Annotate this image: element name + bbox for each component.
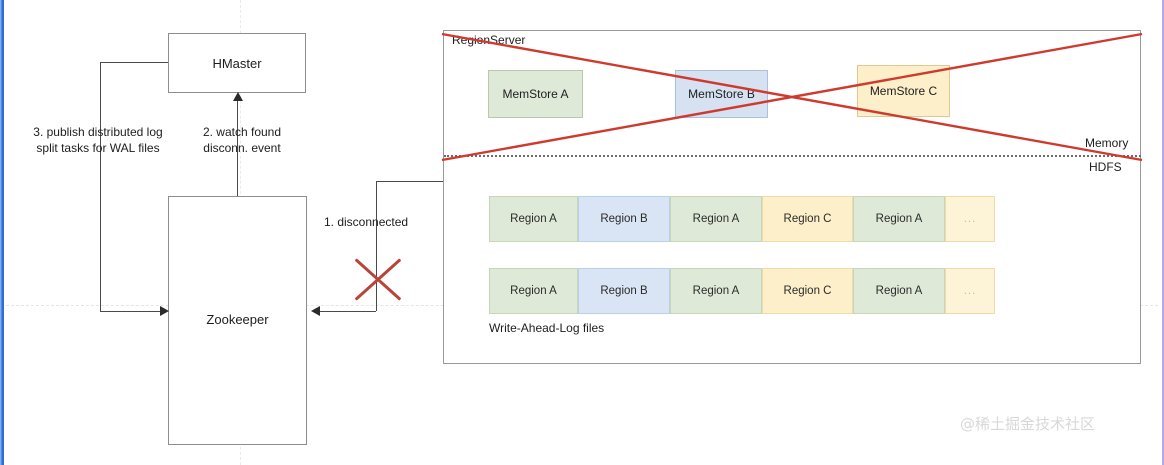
wal-row-1: Region A Region B Region A Region C Region A… — [489, 196, 995, 242]
zookeeper-node[interactable]: Zookeeper — [168, 196, 307, 445]
connector-regionserver-to-zookeeper-v — [376, 181, 377, 311]
memory-hdfs-divider — [444, 155, 1141, 157]
wal-row-2: Region A Region B Region A Region C Region A… — [489, 268, 995, 314]
wal-region-cell[interactable]: ... — [945, 268, 995, 314]
wal-region-cell[interactable]: Region B — [578, 196, 670, 242]
connector-hmaster-to-zookeeper-v — [100, 62, 101, 311]
wal-region-cell[interactable]: Region A — [489, 196, 578, 242]
connector-regionserver-to-zookeeper-h1 — [376, 181, 444, 182]
memstore-a-box[interactable]: MemStore A — [488, 70, 583, 118]
wal-region-cell[interactable]: Region C — [762, 196, 853, 242]
wal-region-cell-label: Region C — [783, 285, 832, 297]
annotation-step-3: 3. publish distributed log split tasks f… — [33, 125, 163, 155]
annotation-step-1: 1. disconnected — [324, 215, 409, 229]
page-left-accent-border — [0, 0, 4, 465]
arrow-into-zookeeper-left — [160, 306, 169, 316]
hdfs-label: HDFS — [1089, 160, 1122, 174]
connection-broken-x-icon — [350, 251, 404, 307]
wal-region-cell[interactable]: ... — [945, 196, 995, 242]
wal-region-cell[interactable]: Region A — [853, 196, 945, 242]
wal-region-cell-label: ... — [963, 213, 977, 225]
wal-region-cell[interactable]: Region A — [670, 268, 762, 314]
wal-region-cell-label: Region A — [875, 285, 923, 297]
zookeeper-label: Zookeeper — [206, 312, 269, 327]
wal-region-cell-label: Region A — [692, 285, 740, 297]
wal-region-cell-label: Region B — [600, 285, 648, 297]
wal-region-cell[interactable]: Region A — [853, 268, 945, 314]
connector-regionserver-to-zookeeper-h2 — [320, 311, 376, 312]
page-right-accent-border — [1162, 0, 1164, 465]
connector-hmaster-to-zookeeper-h2 — [100, 311, 163, 312]
memory-label: Memory — [1085, 136, 1129, 150]
memstore-c-label: MemStore C — [869, 84, 938, 98]
wal-region-cell-label: Region A — [510, 213, 557, 225]
connector-zookeeper-to-hmaster-v — [237, 98, 238, 196]
write-ahead-log-label: Write-Ahead-Log files — [489, 321, 605, 335]
regionserver-label: RegionServer — [452, 33, 526, 47]
arrow-into-zookeeper-right — [311, 306, 320, 316]
regionserver-failure-x-icon — [440, 28, 1144, 168]
wal-region-cell[interactable]: Region A — [489, 268, 578, 314]
annotation-step-2: 2. watch found disconn. event — [202, 125, 282, 155]
arrow-into-hmaster-bottom — [233, 92, 243, 101]
wal-region-cell-label: Region C — [783, 213, 832, 225]
wal-region-cell-label: Region A — [875, 213, 923, 225]
wal-region-cell-label: Region A — [692, 213, 740, 225]
hmaster-label: HMaster — [212, 55, 262, 71]
memstore-a-label: MemStore A — [502, 87, 569, 101]
memstore-c-box[interactable]: MemStore C — [857, 65, 950, 117]
wal-region-cell-label: Region B — [600, 213, 648, 225]
wal-region-cell-label: ... — [963, 285, 977, 297]
wal-region-cell-label: Region A — [510, 285, 557, 297]
wal-region-cell[interactable]: Region A — [670, 196, 762, 242]
watermark: @稀土掘金技术社区 — [960, 415, 1096, 433]
wal-region-cell[interactable]: Region C — [762, 268, 853, 314]
wal-region-cell[interactable]: Region B — [578, 268, 670, 314]
memstore-b-label: MemStore B — [688, 87, 755, 101]
connector-hmaster-to-zookeeper-h1 — [100, 62, 168, 63]
hmaster-node[interactable]: HMaster — [168, 33, 306, 93]
